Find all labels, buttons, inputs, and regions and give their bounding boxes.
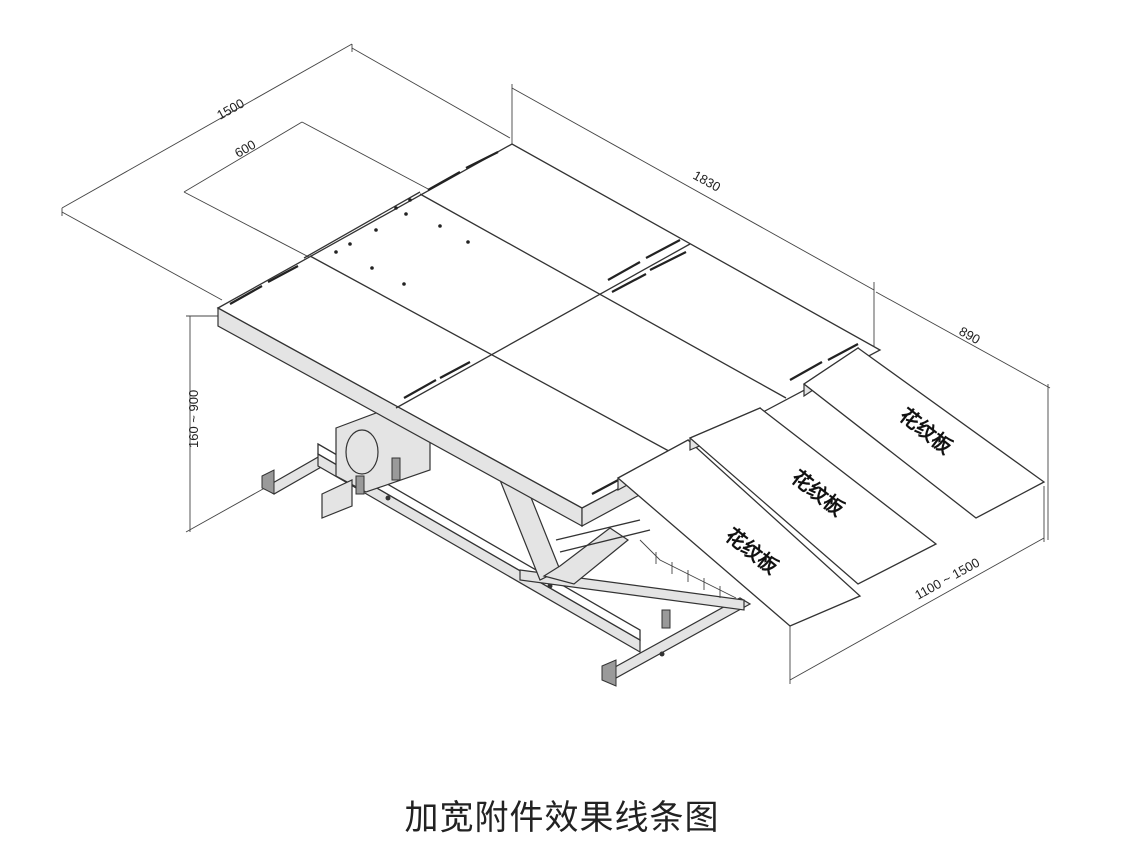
lift-table-drawing: 1500 600 1830 890 1100 ~ 1500 <box>61 43 1051 687</box>
mounting-holes <box>334 198 470 286</box>
ratchet-rack <box>639 539 737 599</box>
ramp-plate-3: 花纹板 <box>802 346 1046 519</box>
dimension-label-1500: 1500 <box>214 95 247 122</box>
dimension-height: 160 ~ 900 <box>185 315 323 533</box>
ramp-plate-1: 花纹板 <box>616 438 862 627</box>
figure-caption: 加宽附件效果线条图 <box>404 798 720 838</box>
dimension-label-160-900: 160 ~ 900 <box>186 390 201 448</box>
dimension-label-600: 600 <box>232 137 258 161</box>
dimension-label-890: 890 <box>957 324 983 348</box>
ramp-plate-2: 花纹板 <box>688 407 938 585</box>
base-frame <box>261 403 752 687</box>
lift-platform <box>216 143 882 528</box>
slot-marks <box>229 151 859 495</box>
